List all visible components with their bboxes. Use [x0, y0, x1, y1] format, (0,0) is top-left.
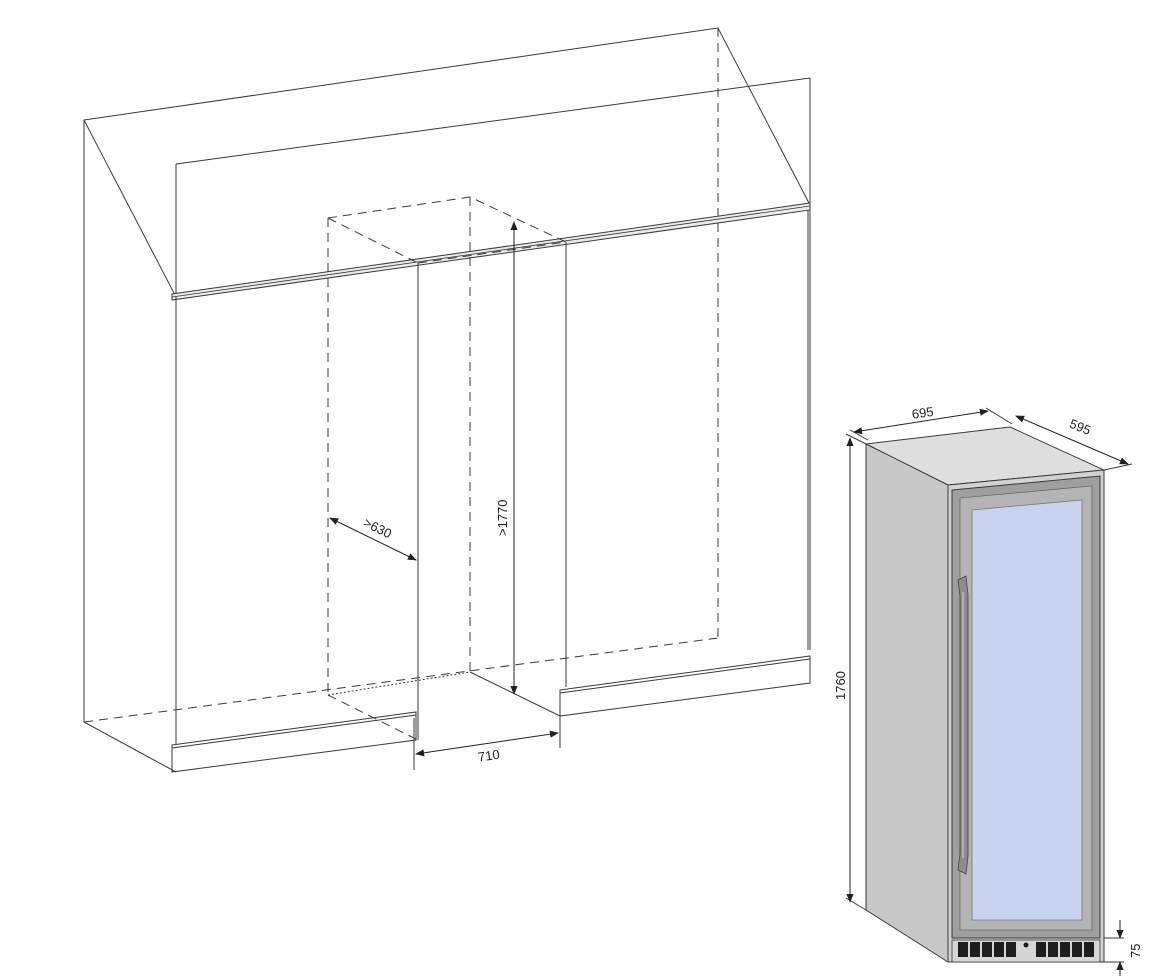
appliance-width-label: 695 [911, 404, 935, 422]
niche-outline [327, 196, 567, 741]
appliance: 695 595 1760 75 [833, 404, 1143, 976]
appliance-width-dimension: 695 [849, 404, 1013, 441]
plinth-height-label: 75 [1128, 944, 1143, 958]
plinth-height-dimension: 75 [1104, 920, 1143, 976]
niche-width-label: 710 [477, 747, 501, 765]
appliance-side [865, 443, 949, 963]
plinth-right [559, 655, 811, 717]
appliance-depth-label: 595 [1067, 416, 1093, 438]
door-handle [957, 575, 969, 875]
appliance-height-dimension: 1760 [833, 433, 867, 911]
door [951, 475, 1101, 939]
niche-height-label: >1770 [495, 499, 510, 536]
niche-height-dimension: >1770 [495, 221, 518, 695]
niche-depth-label: >630 [361, 515, 394, 541]
built-in-cabinet: >630 >1770 710 [83, 27, 811, 773]
vent-grille [951, 939, 1101, 963]
appliance-height-label: 1760 [833, 671, 848, 700]
niche-width-dimension: 710 [413, 698, 561, 770]
glass-panel [971, 499, 1083, 921]
plinth-left [171, 711, 417, 773]
front-rail [171, 202, 811, 301]
cabinet-front-top-edge [175, 77, 811, 165]
niche-depth-dimension: >630 [329, 515, 417, 561]
